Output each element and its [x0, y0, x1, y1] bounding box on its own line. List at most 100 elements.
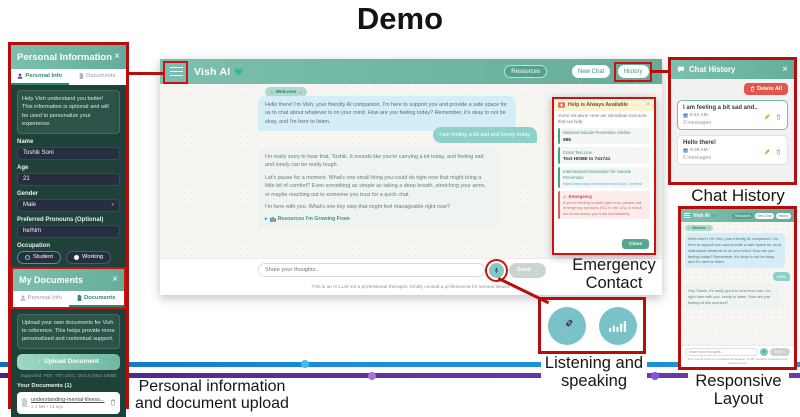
occupation-student-button[interactable]: Student — [17, 250, 61, 264]
mobile-chat-input[interactable]: Share your thoughts... — [685, 348, 759, 356]
pronouns-label: Preferred Pronouns (Optional) — [17, 216, 104, 223]
resource-name: International Association for Suicide Pr… — [563, 169, 632, 180]
history-button[interactable]: History — [775, 212, 791, 219]
edit-pencil-icon[interactable] — [764, 149, 770, 155]
resource-name: Crisis Text Line — [563, 149, 593, 155]
trash-icon[interactable] — [110, 399, 116, 406]
caption-responsive-layout: Responsive Layout — [688, 372, 789, 410]
radio-dot-icon — [73, 254, 79, 260]
send-button[interactable]: Send → — [770, 348, 790, 356]
gender-value: Male — [23, 202, 37, 209]
menu-icon[interactable] — [684, 213, 690, 218]
listening-speaking-box — [538, 297, 646, 354]
radio-ring-icon — [25, 254, 30, 260]
personal-panel-tabs: Personal Info Documents — [11, 69, 126, 85]
new-chat-button[interactable]: New Chat — [571, 65, 611, 78]
welcome-badge-label: Welcome — [692, 226, 707, 230]
close-icon[interactable]: × — [646, 102, 650, 108]
name-field[interactable]: Toshik Soni — [17, 146, 120, 160]
ribbon-dot-blue — [301, 360, 309, 368]
occupation-working-label: Working — [81, 254, 104, 261]
occupation-label: Occupation — [17, 242, 51, 249]
sparkle-icon: ★ — [707, 226, 711, 230]
tab-personal-info[interactable]: Personal Info — [13, 291, 69, 307]
history-button[interactable]: History — [617, 65, 649, 78]
upload-document-button[interactable]: ↑ Upload Document — [17, 353, 120, 370]
help-close-button[interactable]: Close — [621, 239, 649, 249]
mobile-input-row: Share your thoughts... Send → — [685, 348, 790, 356]
audio-bars-feature-circle — [598, 306, 637, 345]
close-icon[interactable]: × — [114, 51, 120, 62]
chat-history-title: Chat History — [689, 65, 736, 74]
microphone-icon — [561, 319, 572, 331]
file-icon — [21, 398, 28, 408]
user-message-1: I am feeling a bit sad and lonely today. — [433, 127, 537, 144]
delete-all-button[interactable]: Delete All — [743, 83, 788, 95]
emergency-card-text: If you're feeling unsafe right now, plea… — [563, 199, 643, 216]
microphone-button[interactable] — [760, 348, 769, 356]
chat-history-panel: Chat History × Delete All I am feeling a… — [668, 57, 797, 185]
help-popup: Help is Always Available × You're not al… — [552, 97, 656, 255]
age-label: Age — [17, 164, 29, 171]
chat-bubble-icon — [677, 66, 685, 73]
age-field[interactable]: 21 — [17, 172, 120, 186]
first-aid-icon — [558, 102, 565, 108]
documents-helper-text: Upload your own documents for Vish to re… — [17, 313, 120, 349]
resource-name: National Suicide Prevention Lifeline — [563, 130, 631, 136]
new-chat-button-label: New Chat — [577, 68, 605, 75]
resource-link[interactable]: https://www.iasp.info/resources/Crisis_C… — [563, 181, 643, 186]
document-list-item[interactable]: understanding-mental-illness... 1.4 MB •… — [17, 391, 120, 414]
responsive-layout-panel: Vish AI Resources New Chat History ★ Wel… — [678, 206, 797, 370]
mic-annotation-circle — [485, 258, 508, 282]
caption-listening-speaking: Listening and speaking — [541, 354, 647, 392]
personal-panel-annotation-box: Personal Information × Personal Info Doc… — [8, 42, 129, 417]
personal-panel-header: Personal Information × — [11, 45, 126, 69]
trash-icon[interactable] — [776, 114, 781, 120]
tab-documents[interactable]: Documents — [69, 69, 127, 85]
history-annotation-box: History — [614, 61, 652, 82]
caption-emergency-contact: Emergency Contact — [572, 256, 656, 292]
tab-personal-info[interactable]: Personal Info — [11, 69, 69, 85]
close-icon[interactable]: × — [112, 273, 118, 285]
history-item-count: 5 messages — [683, 155, 711, 161]
caret-icon: ▸ — [265, 216, 268, 223]
history-item[interactable]: Hello there! 8:39 AM 5 messages — [677, 135, 788, 165]
pronouns-field[interactable]: he/him — [17, 224, 120, 238]
gender-select[interactable]: Male ▾ — [17, 198, 120, 212]
name-value: Toshik Soni — [23, 150, 54, 157]
app-header: Vish AI Resources New Chat History — [160, 59, 662, 84]
chat-input[interactable] — [258, 263, 485, 277]
mic-button-wrap — [485, 258, 508, 282]
history-item[interactable]: I am feeling a bit sad and.. 8:42 AM 3 m… — [677, 100, 788, 130]
delete-all-label: Delete All — [757, 86, 782, 92]
ai-message-1: Hello there! I'm Vish, your friendly AI … — [258, 96, 516, 132]
send-button[interactable]: Send → — [509, 262, 546, 278]
gender-label: Gender — [17, 190, 39, 197]
new-chat-button[interactable]: New Chat — [754, 212, 775, 219]
trash-icon[interactable] — [776, 149, 781, 155]
document-info: understanding-mental-illness... 1.4 MB •… — [31, 397, 107, 409]
occupation-working-button[interactable]: Working — [65, 250, 112, 264]
microphone-icon — [763, 350, 766, 354]
caption-chat-history: Chat History — [681, 186, 795, 207]
tab-personal-info-label: Personal Info — [27, 294, 62, 301]
sparkle-icon: ★ — [688, 226, 691, 230]
trash-icon — [750, 86, 754, 92]
menu-icon[interactable] — [170, 66, 183, 77]
close-icon[interactable]: × — [782, 63, 788, 75]
resources-button[interactable]: Resources — [504, 65, 547, 78]
resources-growing-from-link[interactable]: ▸ Resources I'm Growing From — [265, 215, 492, 223]
send-button-label: Send → — [517, 267, 538, 273]
person-icon — [20, 295, 26, 301]
mobile-user-message: Hello — [773, 272, 790, 282]
age-value: 21 — [23, 176, 30, 183]
help-popup-header: Help is Always Available × — [554, 99, 654, 111]
resources-button[interactable]: Resources — [732, 212, 754, 219]
person-icon — [17, 73, 23, 79]
edit-pencil-icon[interactable] — [764, 114, 770, 120]
green-heart-icon — [711, 213, 716, 218]
caption-personal-information: Personal information and document upload — [135, 378, 289, 413]
tab-documents[interactable]: Documents — [68, 291, 124, 307]
history-item-time: 8:39 AM — [690, 148, 708, 153]
help-resource-card: International Association for Suicide Pr… — [558, 166, 650, 189]
